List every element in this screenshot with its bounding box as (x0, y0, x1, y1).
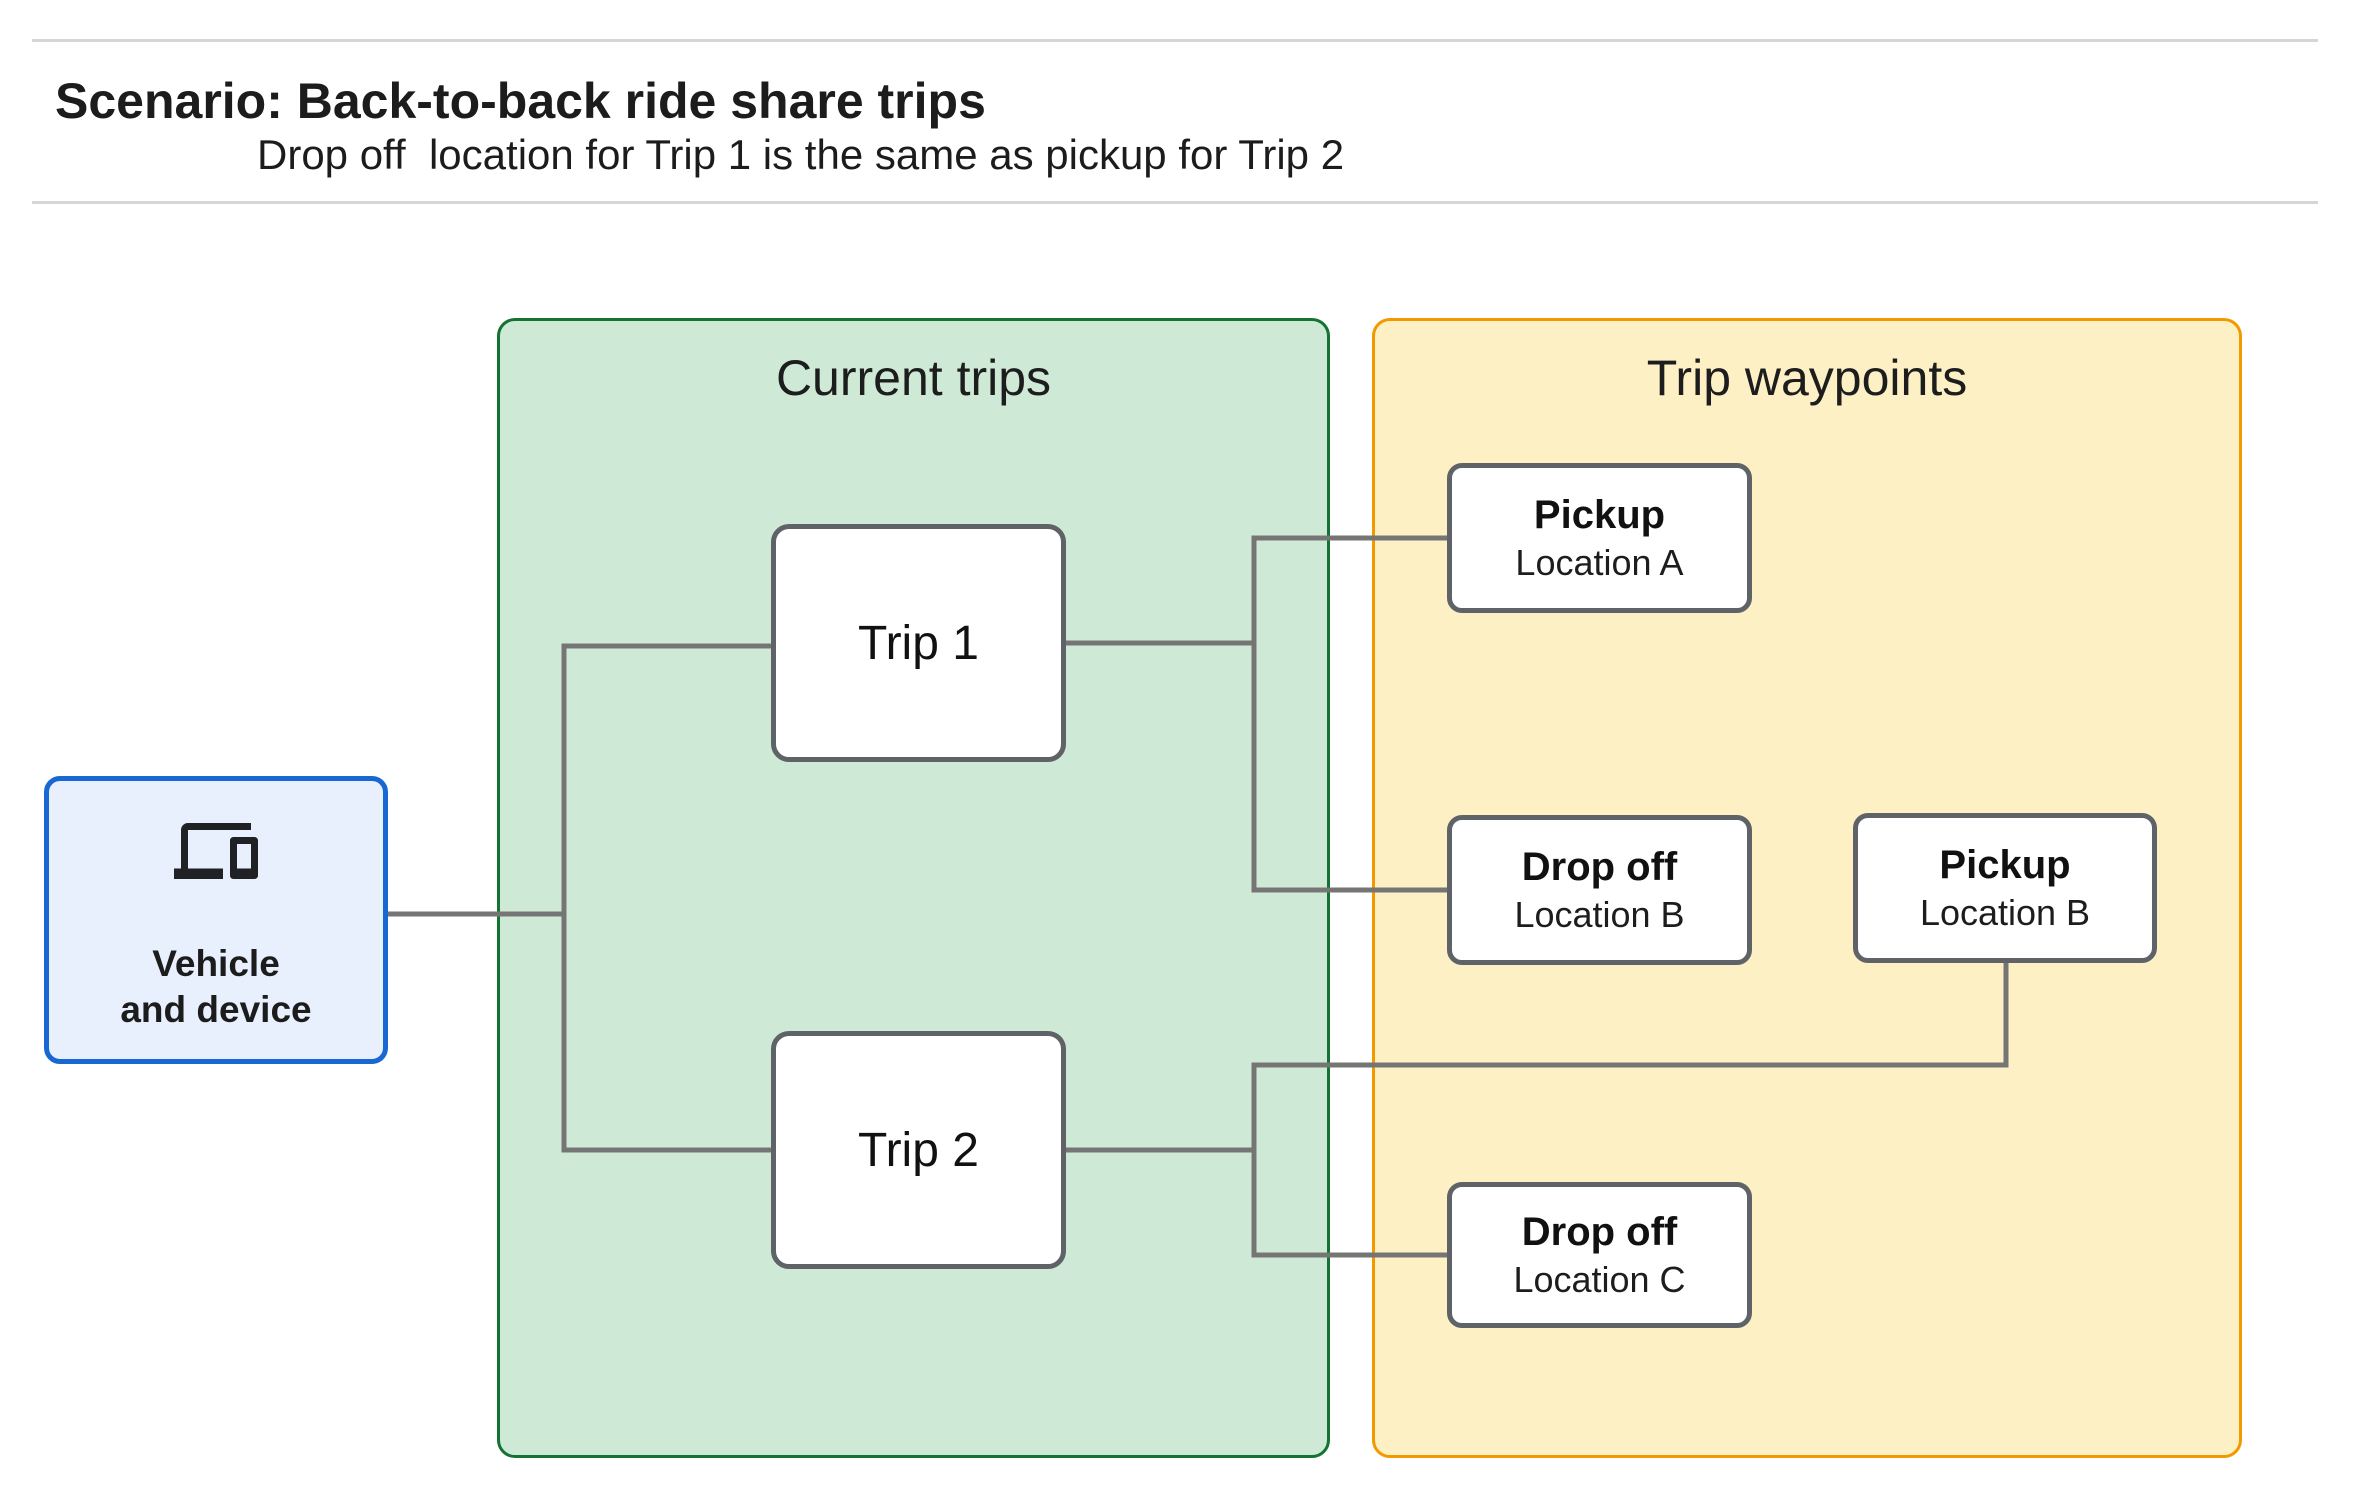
waypoint-pickup-location-a: Pickup Location A (1447, 463, 1752, 613)
devices-icon (49, 809, 383, 893)
vehicle-label-line1: Vehicle (152, 943, 280, 984)
waypoint-dropoff-location-c: Drop off Location C (1447, 1182, 1752, 1328)
waypoint-type-label: Pickup (1939, 843, 2071, 887)
waypoint-pickup-location-b: Pickup Location B (1853, 813, 2157, 963)
vehicle-and-device-node: Vehicle and device (44, 776, 388, 1064)
waypoint-location-label: Location C (1513, 1259, 1686, 1300)
trip-waypoints-panel-title: Trip waypoints (1646, 350, 1968, 406)
page-title: Scenario: Back-to-back ride share trips (55, 73, 986, 129)
connector-pickup-b-to-dropoff-c (1251, 962, 2009, 1258)
vehicle-label-line2: and device (120, 989, 312, 1030)
current-trips-panel-title: Current trips (775, 350, 1052, 406)
waypoint-type-label: Pickup (1533, 493, 1666, 537)
waypoint-location-label: Location B (1514, 894, 1685, 935)
waypoint-type-label: Drop off (1521, 845, 1678, 889)
waypoint-location-label: Location A (1515, 542, 1684, 583)
trip-1-label: Trip 1 (858, 616, 979, 670)
trip-2-node: Trip 2 (771, 1031, 1066, 1269)
waypoint-dropoff-location-b: Drop off Location B (1447, 815, 1752, 965)
page-subtitle: Drop off location for Trip 1 is the same… (257, 131, 1345, 178)
vehicle-node-label: Vehicle and device (49, 941, 383, 1033)
connector-junction-to-pickup-a-dropoff-b (1251, 535, 1447, 893)
connector-split-to-trips (561, 643, 771, 1153)
waypoint-location-label: Location B (1919, 892, 2091, 933)
trip-1-node: Trip 1 (771, 524, 1066, 762)
trip-2-label: Trip 2 (858, 1123, 979, 1177)
waypoint-type-label: Drop off (1521, 1210, 1678, 1254)
divider-top (32, 39, 2318, 42)
divider-below-title (32, 201, 2318, 204)
